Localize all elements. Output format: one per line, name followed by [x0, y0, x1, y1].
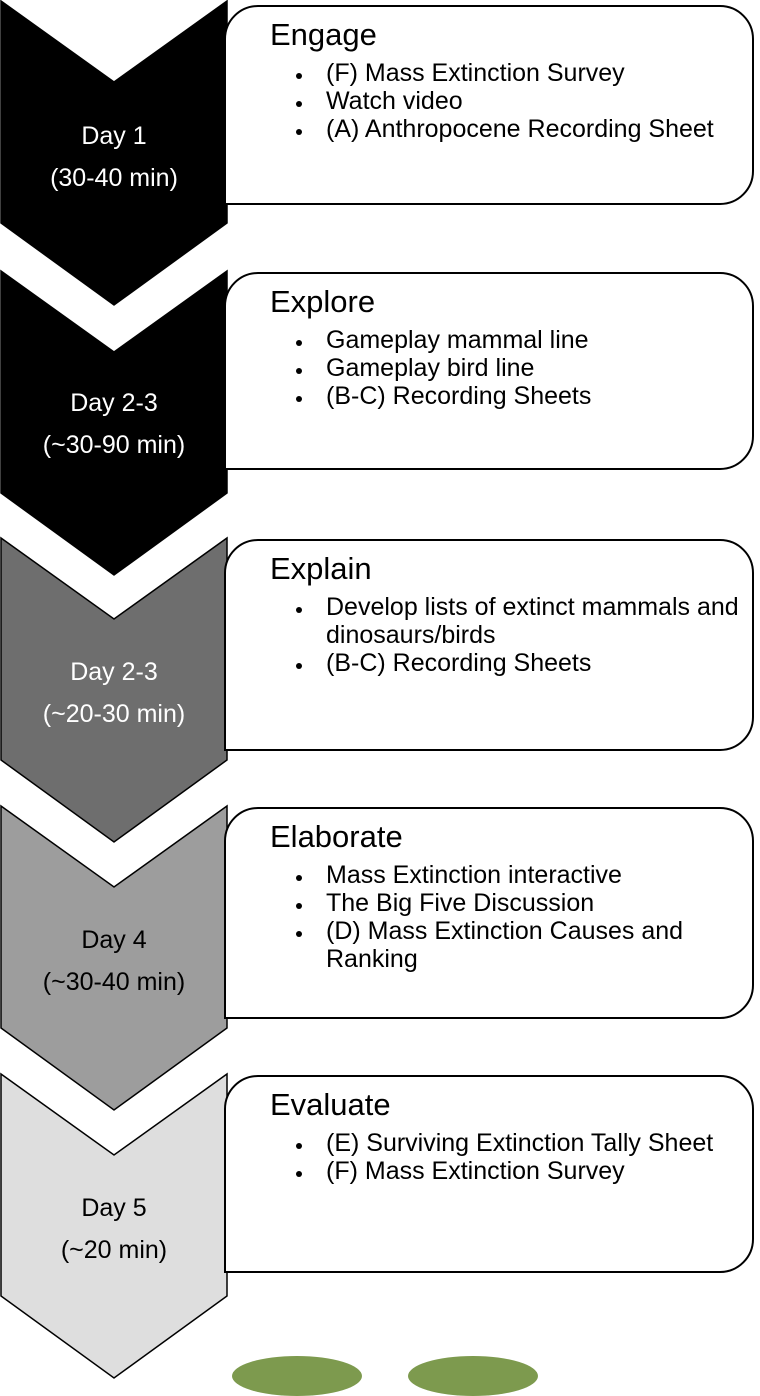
stage-activity-item: (A) Anthropocene Recording Sheet [314, 115, 714, 143]
stage-content-box: ExplainDevelop lists of extinct mammals … [224, 539, 754, 751]
stage-activity-list: (E) Surviving Extinction Tally Sheet(F) … [276, 1129, 713, 1185]
stage-activity-item: (E) Surviving Extinction Tally Sheet [314, 1129, 713, 1157]
stage-duration-label: (30-40 min) [50, 164, 178, 192]
stage-duration-label: (~30-40 min) [42, 968, 186, 996]
chevron-arrow-stage-2 [0, 269, 228, 576]
stage-title: Evaluate [270, 1087, 391, 1122]
chevron-arrow-stage-1 [0, 0, 228, 306]
stage-activity-list: Gameplay mammal lineGameplay bird line(B… [276, 326, 591, 410]
stage-content-box: Evaluate (E) Surviving Extinction Tally S… [224, 1075, 754, 1273]
stage-activity-item: Develop lists of extinct mammals and din… [314, 593, 752, 649]
stage-activity-item: (D) Mass Extinction Causes and Ranking [314, 917, 752, 973]
stage-activity-item: (F) Mass Extinction Survey [314, 1157, 713, 1185]
stage-title: Explore [270, 284, 376, 319]
stage-duration-label: (~20-30 min) [42, 700, 186, 728]
chevron-arrow-stage-5 [0, 1072, 228, 1379]
chevron-arrow-stage-4 [0, 804, 228, 1111]
stage-day-label: Day 2-3 [70, 658, 158, 686]
stage-day-label: Day 4 [81, 926, 147, 954]
dinosaur-image-fragment-left [232, 1356, 362, 1396]
stage-activity-item: The Big Five Discussion [314, 889, 752, 917]
stage-content-box: ElaborateMass Extinction interactiveThe … [224, 807, 754, 1019]
stage-activity-list: Develop lists of extinct mammals and din… [276, 593, 752, 677]
chevron-arrow-stage-3 [0, 536, 228, 843]
stage-day-label: Day 1 [81, 122, 147, 150]
stage-duration-label: (~30-90 min) [42, 431, 186, 459]
stage-activity-item: (F) Mass Extinction Survey [314, 59, 714, 87]
stage-activity-list: (F) Mass Extinction SurveyWatch video(A)… [276, 59, 714, 143]
stage-activity-item: Gameplay mammal line [314, 326, 591, 354]
stage-activity-item: Gameplay bird line [314, 354, 591, 382]
stage-day-label: Day 2-3 [70, 389, 158, 417]
chevron-shape-stage-1 [0, 0, 228, 306]
stage-activity-list: Mass Extinction interactiveThe Big Five … [276, 861, 752, 973]
dinosaur-image-fragment-right [408, 1356, 538, 1396]
chevron-shape-stage-2 [0, 269, 228, 576]
stage-duration-label: (~20 min) [60, 1236, 168, 1264]
stage-activity-item: (B-C) Recording Sheets [314, 649, 752, 677]
chevron-shape-stage-5 [0, 1072, 228, 1379]
stage-content-box: ExploreGameplay mammal lineGameplay bird… [224, 272, 754, 470]
stage-title: Explain [270, 551, 372, 586]
chevron-shape-stage-3 [0, 536, 228, 843]
stage-content-box: Engage (F) Mass Extinction SurveyWatch vi… [224, 5, 754, 205]
stage-activity-item: Mass Extinction interactive [314, 861, 752, 889]
stage-title: Elaborate [270, 819, 403, 854]
stage-activity-item: Watch video [314, 87, 714, 115]
stage-title: Engage [270, 17, 377, 52]
stage-day-label: Day 5 [81, 1194, 147, 1222]
stage-activity-item: (B-C) Recording Sheets [314, 382, 591, 410]
chevron-shape-stage-4 [0, 804, 228, 1111]
